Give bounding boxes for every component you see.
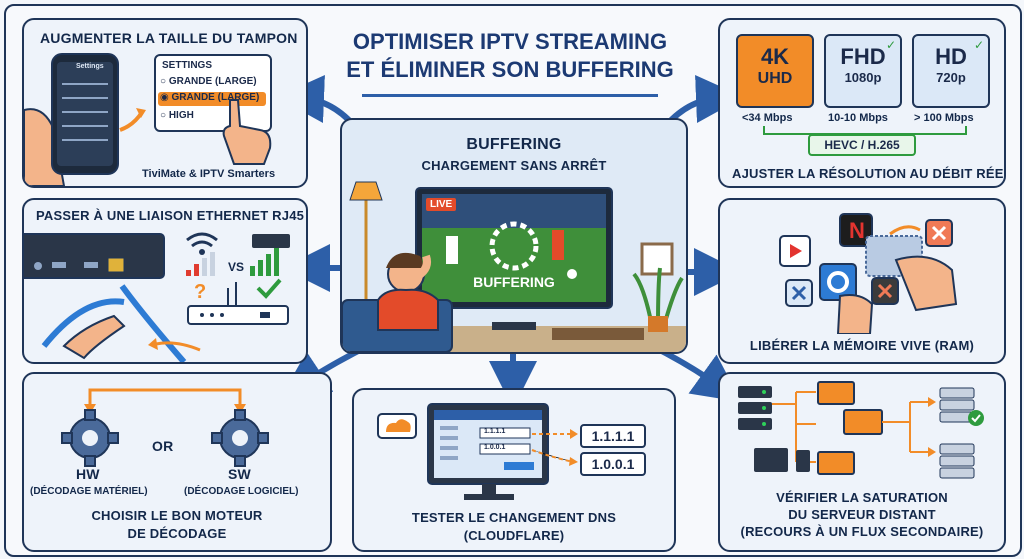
server-caption-line3: (RECOURS À UN FLUX SECONDAIRE) — [740, 524, 984, 539]
vs-label: VS — [228, 260, 245, 274]
speed-uhd: <34 Mbps — [742, 112, 793, 124]
buffer-panel-title: AUGMENTER LA TAILLE DU TAMPON — [40, 30, 298, 46]
hw-description: (DÉCODAGE MATÉRIEL) — [30, 486, 148, 497]
title-line-1: OPTIMISER IPTV STREAMING — [352, 29, 668, 54]
buffer-caption: TiviMate & IPTV Smarters — [142, 168, 276, 180]
pointing-hand-icon — [222, 99, 272, 165]
res-fhd-line2: 1080p — [844, 70, 882, 85]
dns-field-2[interactable]: 1.0.0.1 — [484, 444, 506, 451]
living-room-illustration — [342, 181, 686, 352]
dns-primary-box: 1.1.1.1 — [580, 424, 646, 448]
res-fhd-line1: FHD — [840, 44, 886, 69]
monitor-dns-illustration — [377, 403, 578, 500]
or-label: OR — [152, 438, 174, 454]
dns-panel: 1.1.1.1 1.0.0.1 1.1.1.1 1.0.0.1 TESTER L… — [352, 388, 676, 552]
option-1-label: GRANDE (LARGE) — [168, 76, 257, 87]
decoder-caption-line2: DE DÉCODAGE — [127, 526, 227, 541]
res-uhd-line2: UHD — [757, 70, 793, 87]
svg-text:?: ? — [194, 281, 206, 303]
speed-fhd: 10-10 Mbps — [828, 112, 888, 124]
settings-label: SETTINGS — [162, 60, 213, 71]
tv-buffering-text: BUFFERING — [473, 274, 555, 290]
svg-text:N: N — [849, 218, 865, 243]
ethernet-panel: PASSER À UNE LIAISON ETHERNET RJ45 ? VS — [22, 198, 308, 364]
option-1[interactable]: ○ GRANDE (LARGE) — [160, 76, 257, 87]
settings-card: SETTINGS ○ GRANDE (LARGE) ◉ GRANDE (LARG… — [154, 54, 272, 132]
dns-caption-line1: TESTER LE CHANGEMENT DNS — [411, 510, 617, 525]
server-caption-line1: VÉRIFIER LA SATURATION — [776, 490, 948, 505]
resolution-caption: AJUSTER LA RÉSOLUTION AU DÉBIT RÉEL — [732, 166, 1006, 181]
buffer-size-panel: AUGMENTER LA TAILLE DU TAMPON Settings S… — [22, 18, 308, 188]
res-uhd-card: 4K UHD — [736, 34, 814, 108]
ethernet-illustration: ? — [24, 232, 290, 362]
title-divider — [362, 94, 658, 97]
live-badge: LIVE — [426, 198, 457, 211]
dns-field-1[interactable]: 1.1.1.1 — [484, 428, 506, 435]
res-hd-line2: 720p — [936, 70, 966, 85]
server-caption-line2: DU SERVEUR DISTANT — [788, 507, 936, 522]
sw-description: (DÉCODAGE LOGICIEL) — [184, 486, 299, 497]
server-panel: VÉRIFIER LA SATURATION DU SERVEUR DISTAN… — [718, 372, 1006, 552]
res-hd-card: HD 720p ✓ — [912, 34, 990, 108]
buffering-title: BUFFERING — [466, 136, 562, 153]
dns-secondary-box: 1.0.0.1 — [580, 452, 646, 476]
hw-label: HW — [76, 466, 100, 482]
server-network-illustration — [738, 381, 984, 479]
ram-panel: N LIBÉRER LA MÉMOIRE VIVE (RAM) — [718, 198, 1006, 364]
decoder-caption-line1: CHOISIR LE BON MOTEUR — [91, 508, 263, 523]
check-icon: ✓ — [973, 38, 984, 52]
ethernet-panel-title: PASSER À UNE LIAISON ETHERNET RJ45 — [36, 208, 305, 223]
title-line-2: ET ÉLIMINER SON BUFFERING — [346, 57, 674, 82]
gears-illustration — [61, 388, 269, 467]
res-fhd-card: FHD 1080p ✓ — [824, 34, 902, 108]
option-3[interactable]: ○ HIGH — [160, 110, 194, 121]
speed-hd: > 100 Mbps — [914, 112, 974, 124]
res-hd-line1: HD — [935, 44, 967, 69]
codec-badge: HEVC / H.265 — [808, 134, 916, 156]
ram-caption: LIBÉRER LA MÉMOIRE VIVE (RAM) — [749, 338, 975, 353]
phone-settings-header: Settings — [76, 63, 104, 70]
main-title: OPTIMISER IPTV STREAMING ET ÉLIMINER SON… — [340, 28, 680, 84]
resolution-panel: 4K UHD FHD 1080p ✓ HD 720p ✓ <34 Mbps 10… — [718, 18, 1006, 188]
option-3-label: HIGH — [168, 110, 194, 121]
decoder-panel: OR HW (DÉCODAGE MATÉRIEL) SW (DÉCODAGE L… — [22, 372, 332, 552]
check-icon: ✓ — [885, 38, 896, 52]
sw-label: SW — [228, 466, 251, 482]
option-2-label: GRANDE (LARGE) — [171, 92, 260, 103]
res-uhd-line1: 4K — [760, 44, 790, 69]
hand-phone-illustration — [24, 53, 146, 186]
buffering-center-panel: BUFFERING CHARGEMENT SANS ARRÊT LIVE BUF… — [340, 118, 688, 354]
app-close-illustration: N — [779, 213, 958, 334]
dns-caption-line2: (CLOUDFLARE) — [463, 528, 565, 543]
buffering-subtitle: CHARGEMENT SANS ARRÊT — [421, 158, 607, 173]
